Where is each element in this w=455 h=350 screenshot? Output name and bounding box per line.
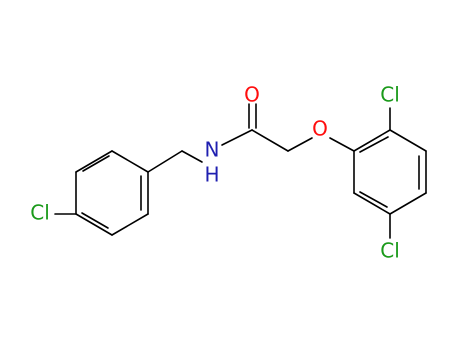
bond <box>329 137 355 152</box>
hydrogen-atom: H <box>204 163 219 187</box>
bond <box>353 192 391 215</box>
bond <box>221 129 253 146</box>
bond <box>75 150 113 173</box>
bond <box>111 213 149 236</box>
bond <box>287 137 313 152</box>
chlorine-atom-bottom: Cl <box>380 239 400 263</box>
bond-double-inner <box>359 136 389 153</box>
bond <box>389 192 427 215</box>
bond <box>75 213 113 236</box>
bond <box>181 150 203 163</box>
bond <box>147 150 183 173</box>
oxygen-atom-carbonyl: O <box>244 83 260 107</box>
chlorine-atom-top: Cl <box>380 83 400 107</box>
bond <box>251 129 289 152</box>
bond-double-inner <box>81 212 109 229</box>
bond-double-inner <box>82 155 110 172</box>
oxygen-atom-ether: O <box>312 117 328 141</box>
dichlorophenyl-ring <box>353 129 427 215</box>
chlorine-atom-left: Cl <box>30 201 50 225</box>
nitrogen-atom: N <box>205 138 220 162</box>
bond <box>111 150 149 173</box>
bond-double-inner <box>359 191 388 208</box>
bond <box>389 129 427 152</box>
bond <box>353 129 391 152</box>
chlorophenyl-ring <box>75 150 149 236</box>
